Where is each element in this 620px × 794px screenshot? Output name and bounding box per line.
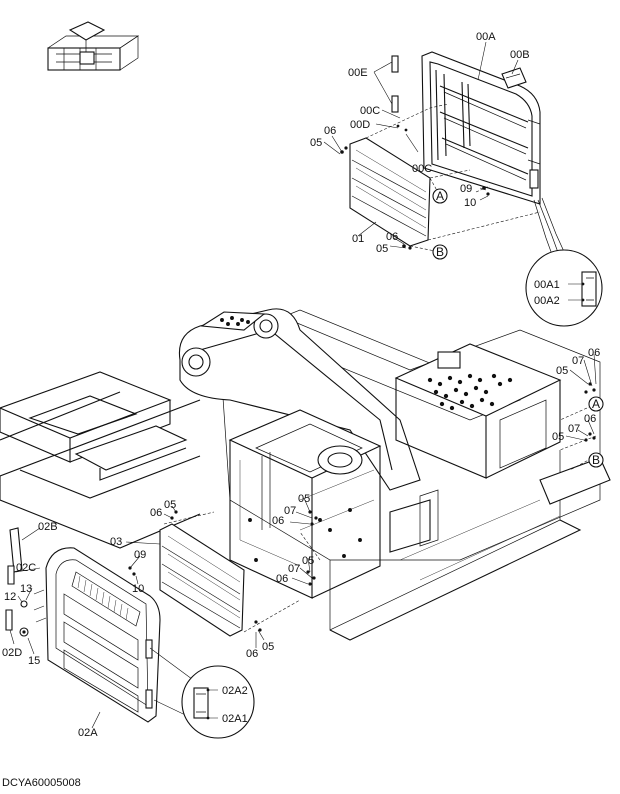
- label-10-a: 10: [464, 197, 476, 209]
- label-13: 13: [20, 583, 32, 595]
- label-00A1: 00A1: [534, 279, 560, 291]
- label-01: 01: [352, 233, 364, 245]
- label-00C-2: 00C: [412, 163, 432, 175]
- orientation-icon: [47, 21, 140, 71]
- label-00E: 00E: [348, 67, 368, 79]
- label-12: 12: [4, 591, 16, 603]
- seal-strips-00E: [391, 55, 399, 113]
- detail-circle-00A: [525, 249, 603, 327]
- label-00A2: 00A2: [534, 295, 560, 307]
- label-06-h: 06: [246, 648, 258, 660]
- label-05-c: 05: [556, 365, 568, 377]
- label-05-a: 05: [310, 137, 322, 149]
- label-10-b: 10: [132, 583, 144, 595]
- label-00D: 00D: [350, 119, 370, 131]
- panel-03: [159, 523, 245, 637]
- label-02B: 02B: [38, 521, 58, 533]
- label-06-c: 06: [588, 347, 600, 359]
- label-09-b: 09: [134, 549, 146, 561]
- svg-text:A: A: [436, 189, 444, 203]
- label-00A: 00A: [476, 31, 496, 43]
- label-05-f: 05: [298, 493, 310, 505]
- ref-mark-A-top: A: [432, 188, 448, 204]
- ref-mark-A-frame: A: [588, 396, 604, 412]
- label-leaders: [9, 41, 597, 729]
- small-parts-02: [5, 527, 47, 637]
- label-05-g: 05: [302, 555, 314, 567]
- label-05-b: 05: [376, 243, 388, 255]
- panel-01: [349, 137, 431, 247]
- label-03: 03: [110, 536, 122, 548]
- label-02D: 02D: [2, 647, 22, 659]
- cover-frame-00A: [421, 51, 567, 261]
- label-07-c: 07: [572, 355, 584, 367]
- label-06-g: 06: [276, 573, 288, 585]
- label-06-f: 06: [272, 515, 284, 527]
- label-02A2: 02A2: [222, 685, 248, 697]
- label-02A: 02A: [78, 727, 98, 739]
- svg-text:B: B: [436, 245, 444, 259]
- label-06-e: 06: [150, 507, 162, 519]
- label-07-g: 07: [288, 563, 300, 575]
- screws-frame: [128, 382, 596, 632]
- label-02C: 02C: [16, 562, 36, 574]
- label-06-b: 06: [386, 231, 398, 243]
- svg-text:A: A: [592, 397, 600, 411]
- label-00B: 00B: [510, 49, 530, 61]
- label-02A1: 02A1: [222, 713, 248, 725]
- label-05-d: 05: [552, 431, 564, 443]
- label-07-d: 07: [568, 423, 580, 435]
- screws-top: [340, 124, 490, 250]
- label-06-a: 06: [324, 125, 336, 137]
- ref-mark-B-top: B: [432, 244, 448, 260]
- door-02A: [45, 547, 161, 723]
- drawing-code: DCYA60005008: [2, 777, 81, 789]
- svg-text:B: B: [592, 453, 600, 467]
- label-06-d: 06: [584, 413, 596, 425]
- label-15: 15: [28, 655, 40, 667]
- label-00C-1: 00C: [360, 105, 380, 117]
- main-frame: [0, 308, 611, 641]
- detail-circle-02A: [149, 647, 255, 739]
- ref-mark-B-frame: B: [588, 452, 604, 468]
- label-09-a: 09: [460, 183, 472, 195]
- label-05-h: 05: [262, 641, 274, 653]
- part-labels: 00A 00B 00E 00C 00D 00C 06 05 09 10 01 0…: [2, 31, 600, 739]
- label-05-e: 05: [164, 499, 176, 511]
- label-07-f: 07: [284, 505, 296, 517]
